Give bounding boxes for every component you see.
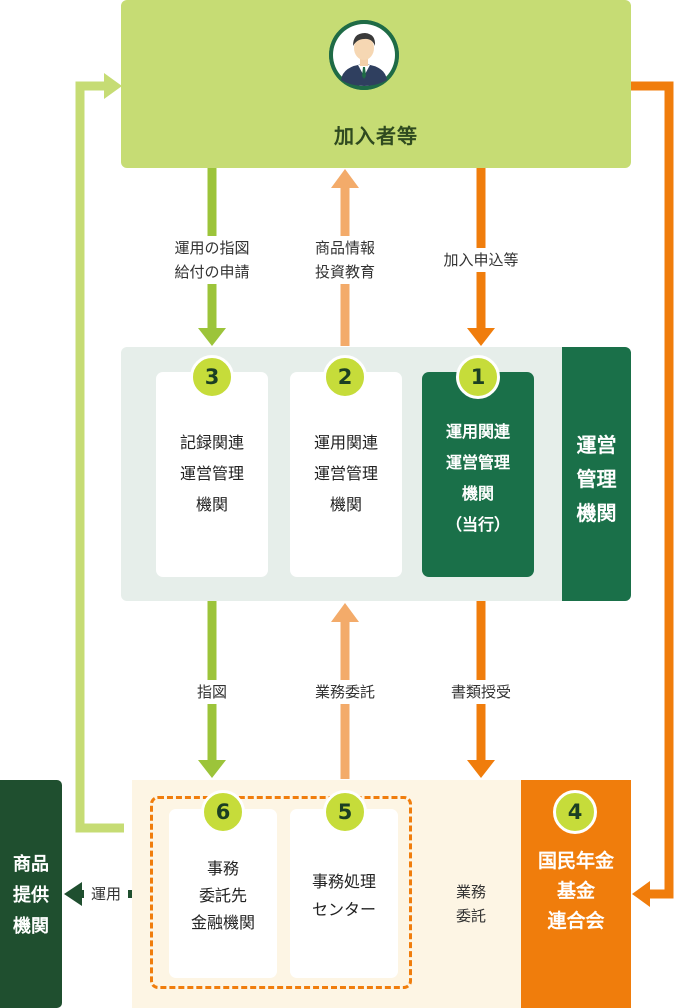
card-investment-admin-our-bank (422, 372, 534, 577)
badge-number-4: 4 (553, 790, 597, 834)
pension-fund-label: 国民年金 基金 連合会 (521, 846, 631, 936)
admin-side-label-line: 機関 (576, 501, 617, 525)
card-text-line: 運営管理 (179, 464, 244, 483)
flow-arrowhead-outsourcing (331, 603, 359, 622)
card-text-line: 機関 (461, 484, 494, 503)
card-text-line: 記録関連 (179, 433, 244, 452)
flow-label-application: 加入申込等 (426, 248, 536, 272)
flow-arrowhead-info (331, 169, 359, 188)
pension-fund-label-line: 基金 (556, 880, 595, 902)
product-provider-label: 商品 提供 機関 (0, 849, 62, 942)
flow-arrowhead-apply (467, 328, 495, 346)
flow-label-line: 業務 (455, 883, 486, 901)
admin-side-label: 運営 管理 機関 (562, 428, 631, 530)
member-label: 加入者等 (334, 124, 418, 148)
card-text-line: 機関 (195, 495, 228, 514)
badge-number-6: 6 (201, 790, 245, 834)
badge-number-1: 1 (456, 355, 500, 399)
product-provider-box (0, 780, 62, 1008)
card-text-line: センター (311, 900, 376, 919)
card-outsourced-financial-institution-text: 事務 委託先 金融機関 (169, 855, 277, 936)
card-record-keeping-admin-text: 記録関連 運営管理 機関 (156, 427, 268, 520)
right-orange-arrowhead (632, 881, 650, 907)
right-orange-line (631, 81, 674, 899)
flow-label-line: 給付の申請 (174, 263, 250, 281)
flow-label-documents: 書類授受 (434, 680, 528, 704)
outsourcing-group-dashed-box (150, 796, 412, 989)
flow-label-line: 委託 (455, 907, 486, 925)
return-arrow-line (75, 81, 124, 833)
flow-label-outsourcing: 業務委託 (298, 680, 392, 704)
card-text-line: 委託先 (198, 886, 247, 905)
flow-label-operation: 運用 (84, 882, 128, 906)
pension-fund-label-line: 国民年金 (537, 850, 614, 872)
card-text-line: 運用関連 (445, 422, 510, 441)
product-provider-label-line: 商品 (13, 854, 49, 875)
flow-label-pension-delegation: 業務 委託 (446, 880, 496, 928)
card-processing-center-text: 事務処理 センター (290, 868, 398, 924)
card-text-line: 運営管理 (445, 453, 510, 472)
person-avatar-icon (329, 20, 399, 90)
flow-label-line: 投資教育 (314, 263, 375, 281)
flow-arrowhead-operation (64, 882, 82, 906)
card-text-line: 運用関連 (313, 433, 378, 452)
card-record-keeping-admin (156, 372, 268, 577)
card-text-line: 金融機関 (190, 913, 255, 932)
card-text-line: 事務処理 (311, 872, 376, 891)
product-provider-label-line: 提供 (13, 885, 49, 906)
return-arrow-head (104, 73, 122, 99)
flow-arrowhead-documents (467, 760, 495, 778)
card-text-line: （当行） (445, 515, 510, 534)
admin-side-label-line: 管理 (576, 467, 617, 491)
flow-arrowhead-direction (198, 760, 226, 778)
flow-label-line: 加入申込等 (443, 251, 519, 269)
card-investment-admin-our-bank-text: 運用関連 運営管理 機関 （当行） (422, 416, 534, 540)
card-text-line: 運営管理 (313, 464, 378, 483)
product-provider-label-line: 機関 (13, 916, 49, 937)
badge-number-3: 3 (190, 355, 234, 399)
card-text-line: 機関 (329, 495, 362, 514)
flow-label-line: 運用の指図 (174, 239, 250, 257)
badge-number-2: 2 (323, 355, 367, 399)
card-processing-center (290, 809, 398, 978)
flow-label-direction: 指図 (188, 680, 236, 704)
card-investment-admin-text: 運用関連 運営管理 機関 (290, 427, 402, 520)
admin-side-label-line: 運営 (576, 433, 617, 457)
card-text-line: 事務 (206, 859, 239, 878)
card-outsourced-financial-institution (169, 809, 277, 978)
flow-label-product-info: 商品情報 投資教育 (296, 236, 394, 284)
pension-fund-label-line: 連合会 (547, 910, 605, 932)
flow-arrowhead-instruct (198, 328, 226, 346)
badge-number-5: 5 (323, 790, 367, 834)
flow-label-instruction: 運用の指図 給付の申請 (158, 236, 266, 284)
admin-side-panel (562, 347, 631, 601)
card-investment-admin (290, 372, 402, 577)
flow-label-line: 商品情報 (314, 239, 375, 257)
